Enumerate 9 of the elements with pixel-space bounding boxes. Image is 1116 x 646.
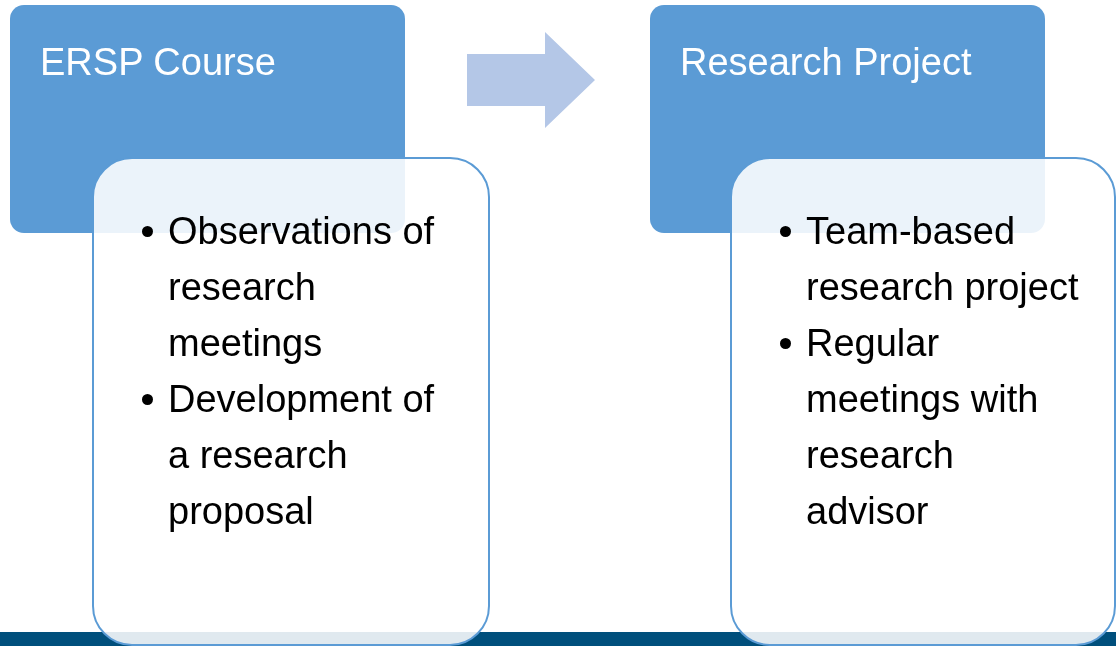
bullet-list-box [92,157,490,646]
box-title: Research Project [680,40,973,85]
bullet-text: Regular meetings with research advisor [806,322,1039,532]
box-title: ERSP Course [40,40,277,85]
block-arrow [467,32,595,128]
bullet-list-box [730,157,1116,646]
bullet-text: Development of a research proposal [168,378,435,532]
bullet-text: Observations of research meetings [168,210,435,364]
bullet-text: Team-based research project [806,210,1079,308]
